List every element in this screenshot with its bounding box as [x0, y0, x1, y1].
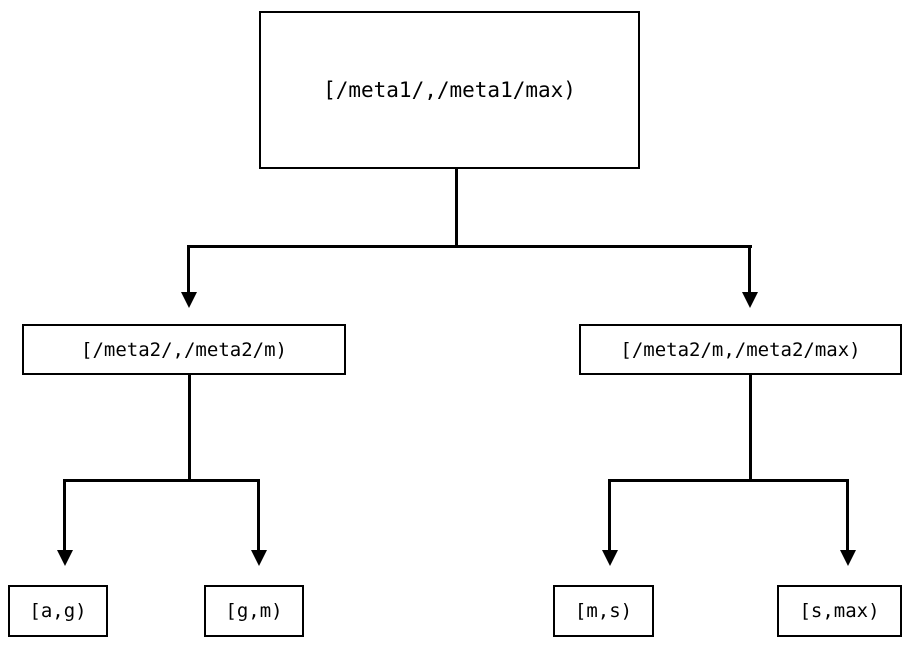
edge-mid-right-fanout-bar: [608, 479, 849, 482]
arrowhead-root-to-mid-right-icon: [742, 292, 758, 308]
edge-mid-left-stem: [188, 375, 191, 481]
node-leaf-a-g: [a,g): [8, 585, 108, 637]
arrowhead-root-to-mid-left-icon: [181, 292, 197, 308]
node-leaf-s-max: [s,max): [777, 585, 902, 637]
edge-mid-right-to-leaf-ms: [608, 479, 611, 551]
edge-mid-left-to-leaf-gm: [257, 479, 260, 551]
node-leaf-m-s: [m,s): [553, 585, 654, 637]
edge-root-to-mid-left: [187, 245, 190, 293]
edge-mid-left-to-leaf-ag: [63, 479, 66, 551]
edge-mid-right-stem: [749, 375, 752, 481]
arrowhead-to-leaf-gm-icon: [251, 550, 267, 566]
node-root: [/meta1/,/meta1/max): [259, 11, 640, 169]
arrowhead-to-leaf-ms-icon: [602, 550, 618, 566]
node-mid-left: [/meta2/,/meta2/m): [22, 324, 346, 375]
edge-root-stem: [455, 169, 458, 247]
edge-mid-right-to-leaf-smax: [846, 479, 849, 551]
edge-root-to-mid-right: [748, 245, 751, 293]
edge-mid-left-fanout-bar: [63, 479, 260, 482]
arrowhead-to-leaf-ag-icon: [57, 550, 73, 566]
node-leaf-g-m: [g,m): [204, 585, 304, 637]
edge-root-fanout-bar: [187, 245, 752, 248]
node-mid-right: [/meta2/m,/meta2/max): [579, 324, 902, 375]
arrowhead-to-leaf-smax-icon: [840, 550, 856, 566]
